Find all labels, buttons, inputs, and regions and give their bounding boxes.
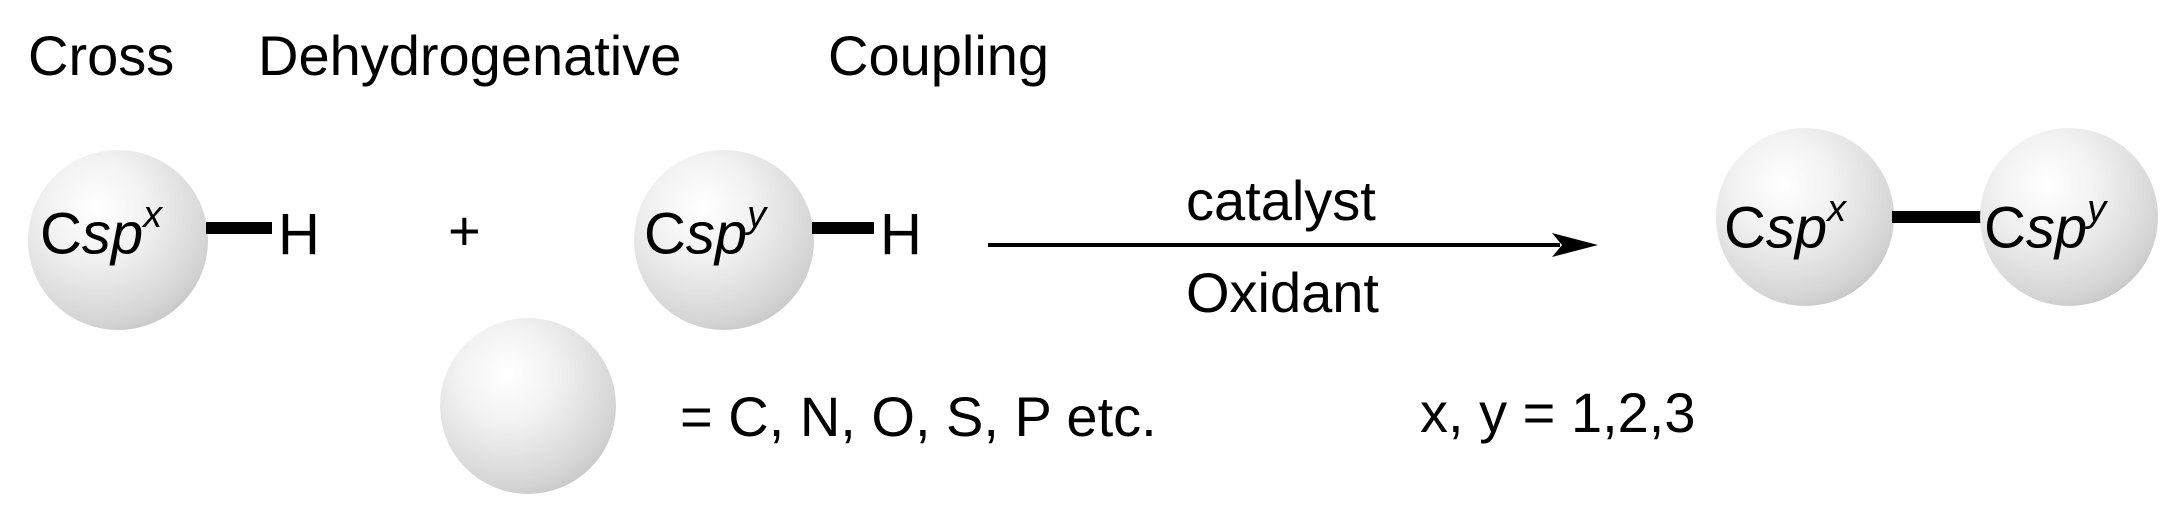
condition-oxidant: Oxidant bbox=[1186, 261, 1379, 324]
condition-catalyst: catalyst bbox=[1186, 169, 1376, 232]
reactant2-label: Cspy bbox=[644, 194, 767, 267]
reactant2-sphere bbox=[634, 150, 814, 330]
plus-sign: + bbox=[448, 199, 481, 262]
reactant1-label: Cspx bbox=[40, 194, 163, 267]
legend-sphere bbox=[440, 318, 616, 494]
reactant1-sphere bbox=[28, 150, 208, 330]
product-right-label: Cspy bbox=[1984, 188, 2107, 261]
product-left-sphere bbox=[1716, 128, 1894, 306]
title-word-cross: Cross bbox=[28, 24, 175, 87]
title-word-coupling: Coupling bbox=[828, 24, 1050, 87]
reactant2-hydrogen: H bbox=[880, 202, 922, 267]
reactant2-ch-bond bbox=[812, 222, 874, 234]
reactant1-hydrogen: H bbox=[278, 202, 320, 267]
product-right-sphere bbox=[1980, 128, 2158, 306]
legend-indices: x, y = 1,2,3 bbox=[1420, 381, 1696, 444]
product-left-label: Cspx bbox=[1724, 188, 1847, 261]
title-word-dehydrogenative: Dehydrogenative bbox=[258, 24, 682, 87]
reaction-arrow-head bbox=[1552, 233, 1598, 257]
reactant1-ch-bond bbox=[206, 222, 272, 234]
product-cc-bond bbox=[1892, 211, 1984, 223]
legend-sphere-meaning: = C, N, O, S, P etc. bbox=[680, 385, 1157, 448]
